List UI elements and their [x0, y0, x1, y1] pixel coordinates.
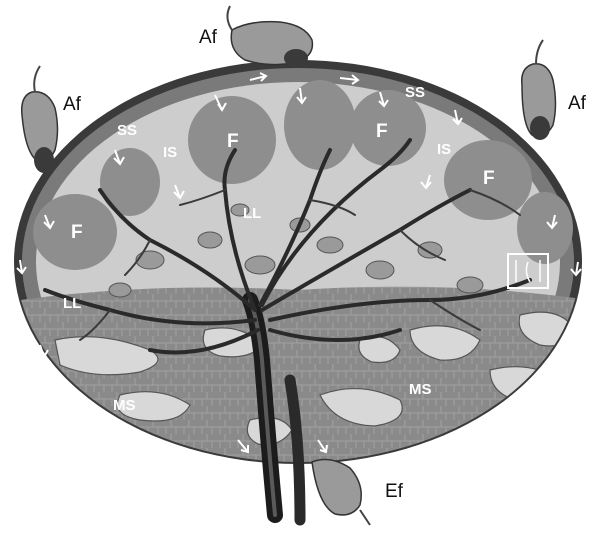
label-afferent-top: Af — [199, 27, 218, 48]
label-ss-top: SS — [405, 84, 425, 101]
label-afferent-right: Af — [568, 93, 587, 114]
label-follicle-2: F — [376, 121, 388, 142]
label-follicle-1: F — [227, 131, 239, 152]
label-ms-left: MS — [113, 397, 136, 414]
label-follicle-3: F — [483, 168, 495, 189]
follicle-center — [284, 80, 356, 170]
afferent-vessel-right — [522, 40, 556, 140]
follicle-left — [100, 148, 160, 216]
label-is-left: IS — [163, 144, 177, 161]
label-ll-left: LL — [63, 295, 81, 312]
label-is-right: IS — [437, 141, 451, 158]
label-ms-right: MS — [409, 381, 432, 398]
label-ll-center: LL — [243, 205, 261, 222]
label-ss-left: SS — [117, 122, 137, 139]
label-efferent: Ef — [385, 481, 404, 502]
efferent-vessel — [312, 460, 370, 525]
afferent-vessel-left — [22, 66, 58, 173]
afferent-vessel-top — [227, 6, 312, 67]
label-follicle-4: F — [71, 222, 83, 243]
label-afferent-left: Af — [63, 94, 82, 115]
